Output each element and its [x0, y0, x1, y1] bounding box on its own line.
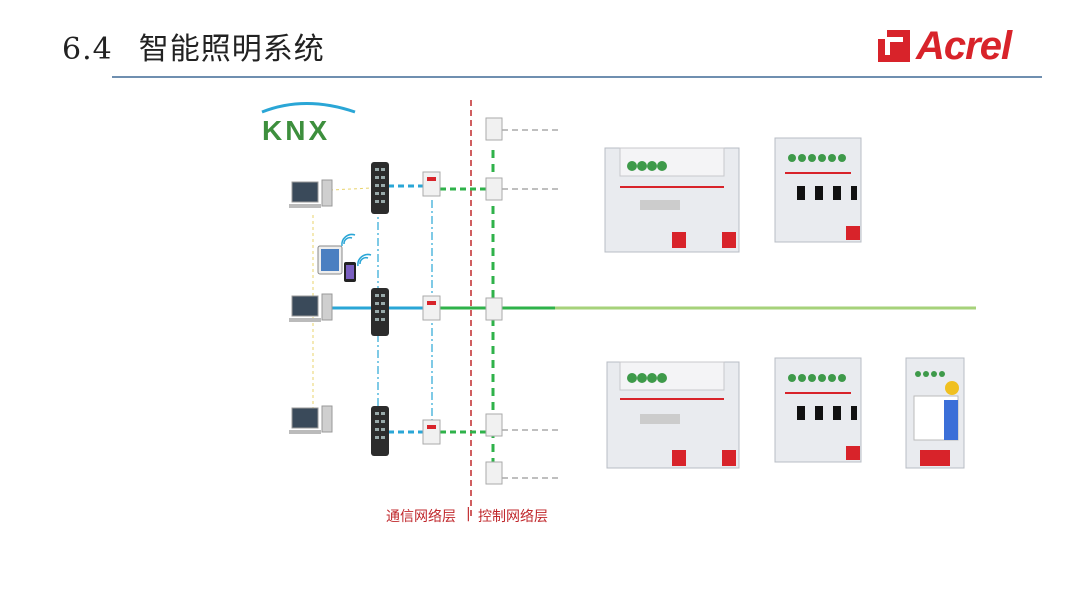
relay-actuator-module	[774, 137, 862, 243]
relay-actuator-module	[774, 357, 862, 463]
bus-coupler-modules	[485, 117, 503, 485]
control-layer-label: 控制网络层	[478, 509, 548, 525]
slide-title: 6.4 智能照明系统	[62, 24, 325, 68]
lighting-controller-module	[604, 147, 740, 253]
knx-logo: KNX	[261, 102, 356, 146]
pc-icon	[289, 179, 333, 208]
gateway-module	[422, 419, 441, 445]
network-switch	[371, 162, 389, 214]
pc-icon	[289, 405, 333, 434]
section-number: 6.4	[62, 32, 113, 67]
phone-icon	[344, 262, 356, 282]
gateway-module	[422, 295, 441, 321]
network-switch	[371, 288, 389, 336]
tablet-icon	[317, 245, 343, 275]
lighting-controller-module	[606, 361, 740, 469]
switch-panel-module	[905, 357, 965, 469]
knx-logo-text: KNX	[262, 115, 330, 146]
acrel-mark-icon	[878, 30, 910, 62]
acrel-logo: Acrel	[876, 23, 1012, 68]
wifi-icon	[341, 233, 372, 267]
network-switch	[371, 406, 389, 456]
gateway-module	[422, 171, 441, 197]
acrel-logo-text: Acrel	[916, 23, 1012, 68]
comm-layer-label: 通信网络层	[386, 509, 456, 525]
layer-separator: |	[466, 506, 471, 522]
title-underline	[112, 76, 1042, 78]
pc-icon	[289, 293, 333, 322]
title-text: 智能照明系统	[138, 32, 325, 67]
